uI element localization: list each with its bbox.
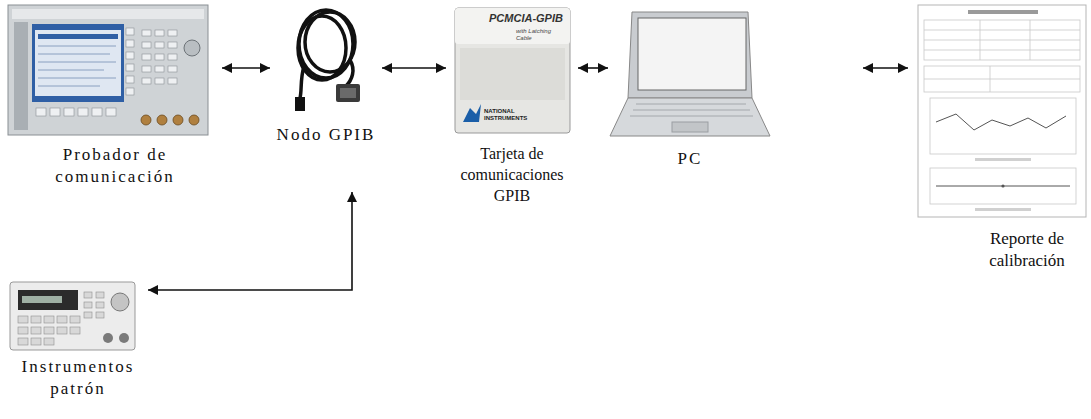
double-arrow — [222, 67, 270, 69]
generator-illustration — [10, 282, 135, 350]
tester-illustration — [8, 5, 208, 135]
double-arrow — [148, 192, 352, 290]
printed-label: with Latching Cable — [516, 28, 568, 42]
device-label: Probador de comunicación — [35, 144, 195, 188]
printed-label: NATIONAL INSTRUMENTS — [484, 108, 532, 122]
report-illustration — [918, 5, 1086, 217]
device-label: Instrumentos patrón — [8, 356, 148, 400]
double-arrow — [578, 67, 608, 69]
device-node: Nodo GPIB — [270, 4, 382, 192]
pcmcia-card-illustration — [455, 8, 570, 133]
device-label: Nodo GPIB — [277, 124, 376, 146]
laptop-illustration — [610, 12, 770, 136]
device-label: Tarjeta de comunicaciones GPIB — [446, 144, 578, 206]
double-arrow — [382, 67, 446, 69]
printed-label: PCMCIA-GPIB — [489, 12, 569, 25]
device-label: PC — [678, 148, 703, 170]
device-node: Reporte de calibración — [908, 4, 1086, 278]
device-label: Reporte de calibración — [972, 228, 1082, 272]
device-node: Instrumentos patrón — [8, 276, 148, 406]
device-node: PC — [608, 8, 863, 176]
double-arrow — [863, 67, 908, 69]
gpib-cable-illustration — [295, 10, 360, 111]
device-node: Probador de comunicación — [8, 4, 222, 194]
